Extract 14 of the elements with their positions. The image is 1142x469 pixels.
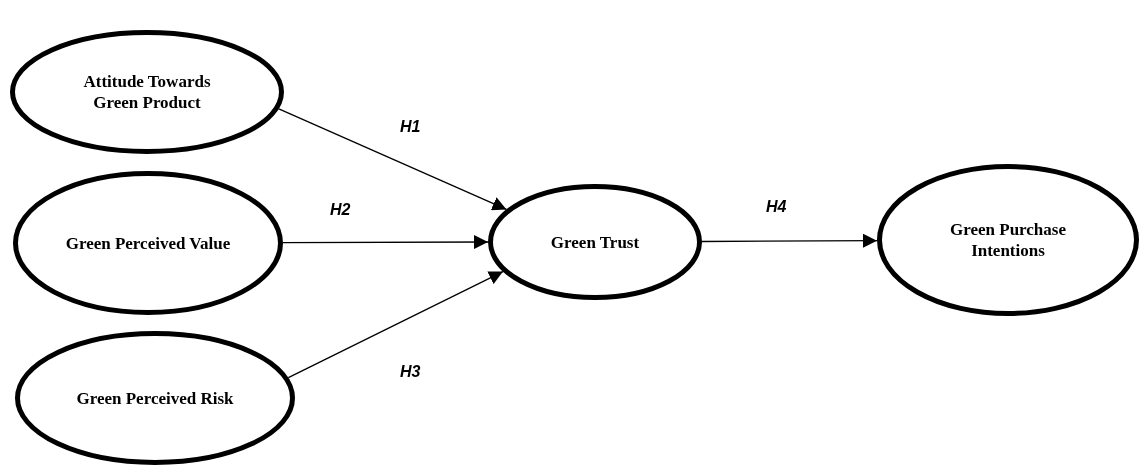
- construct-label: Green Perceived Risk: [76, 387, 234, 409]
- arrow: [287, 270, 504, 379]
- construct-ellipse: [13, 171, 283, 315]
- arrow: [278, 108, 508, 211]
- construct-ellipse: [10, 30, 284, 154]
- arrow: [282, 235, 489, 250]
- arrow: [701, 233, 878, 248]
- construct-ellipse: [488, 184, 702, 300]
- construct-label: Green Perceived Value: [65, 232, 231, 254]
- construct-ellipse: [15, 331, 295, 465]
- construct-label: Attitude Towards Green Product: [82, 71, 212, 113]
- construct-label: Green Purchase Intentions: [949, 219, 1067, 261]
- construct-ellipse: [877, 164, 1139, 316]
- construct-label: Green Trust: [550, 231, 640, 253]
